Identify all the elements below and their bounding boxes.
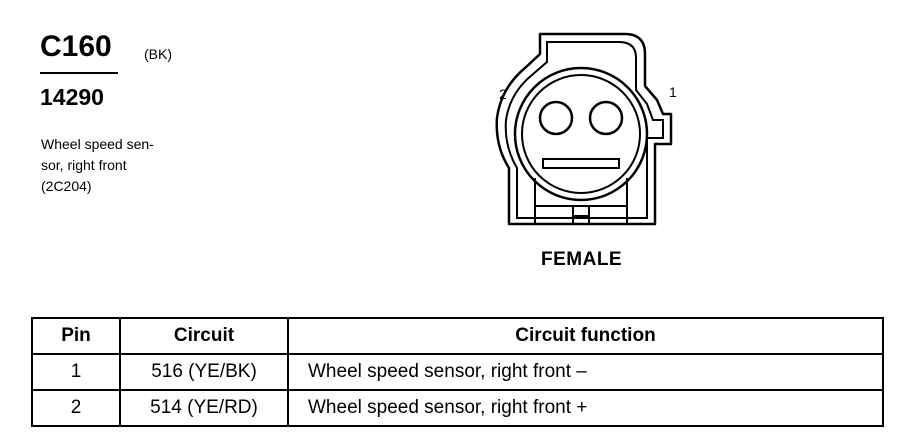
mating-face-inner-ring <box>521 74 641 194</box>
table-header-row: Pin Circuit Circuit function <box>31 317 884 355</box>
cell-pin: 1 <box>31 353 121 391</box>
connector-inner-shell <box>504 41 664 219</box>
cell-circuit-function: Wheel speed sensor, right front – <box>287 353 884 391</box>
terminal-cavity-1 <box>588 100 624 136</box>
connector-description: Wheel speed sen- sor, right front (2C204… <box>41 134 154 197</box>
header-circuit-function: Circuit function <box>287 317 884 355</box>
polarizing-key-slot <box>542 158 620 169</box>
description-line: (2C204) <box>41 178 92 194</box>
description-line: Wheel speed sen- <box>41 136 154 152</box>
connector-id: C160 <box>40 30 112 63</box>
cell-circuit: 516 (YE/BK) <box>119 353 289 391</box>
connector-outer-shell <box>495 32 673 226</box>
description-line: sor, right front <box>41 157 127 173</box>
part-number: 14290 <box>40 84 104 110</box>
pinout-table: Pin Circuit Circuit function 1 516 (YE/B… <box>31 317 884 427</box>
terminal-cavity-2 <box>538 100 574 136</box>
table-row: 2 514 (YE/RD) Wheel speed sensor, right … <box>31 389 884 427</box>
pin-label-1: 1 <box>669 84 677 100</box>
connector-color: (BK) <box>144 46 172 62</box>
pin-label-2: 2 <box>499 86 507 102</box>
header-circuit: Circuit <box>119 317 289 355</box>
header-pin: Pin <box>31 317 121 355</box>
connector-lower-body <box>534 178 628 224</box>
cell-pin: 2 <box>31 389 121 427</box>
cell-circuit-function: Wheel speed sensor, right front + <box>287 389 884 427</box>
title-underline <box>40 72 118 74</box>
connector-gender-label: FEMALE <box>541 249 623 270</box>
cell-circuit: 514 (YE/RD) <box>119 389 289 427</box>
connector-face-diagram <box>495 32 673 226</box>
table-row: 1 516 (YE/BK) Wheel speed sensor, right … <box>31 353 884 391</box>
mating-face-outer-ring <box>513 66 649 202</box>
